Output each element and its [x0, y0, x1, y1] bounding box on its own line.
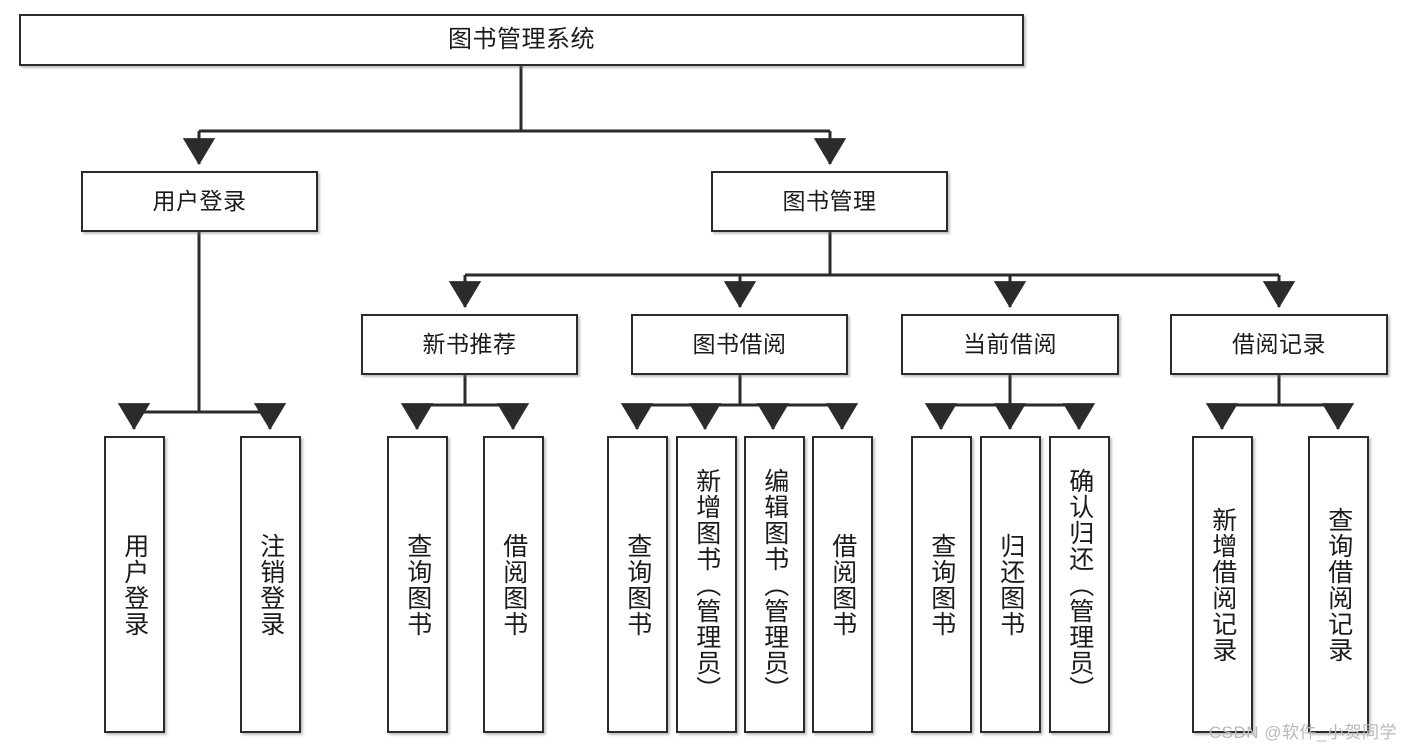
node-leaf-user-login[interactable]: 用户登录	[104, 436, 165, 733]
node-leaf-query-book-2-label: 查询图书	[623, 532, 652, 637]
node-current-borrow[interactable]: 当前借阅	[901, 314, 1119, 375]
node-leaf-query-book-3-label: 查询图书	[927, 532, 956, 637]
node-leaf-query-book-1-label: 查询图书	[403, 532, 432, 637]
node-borrow-record[interactable]: 借阅记录	[1170, 314, 1388, 375]
node-leaf-logout[interactable]: 注销登录	[240, 436, 301, 733]
edges-root-to-level2	[182, 66, 847, 166]
edges-book-management-to-level3	[448, 232, 1296, 309]
node-leaf-return-book-label: 归还图书	[996, 532, 1025, 637]
node-leaf-logout-label: 注销登录	[256, 532, 285, 637]
node-leaf-add-record-label: 新增借阅记录	[1208, 506, 1237, 663]
node-root-label: 图书管理系统	[448, 25, 595, 53]
node-user-login-label: 用户登录	[152, 187, 247, 214]
node-new-book-recommend[interactable]: 新书推荐	[361, 314, 578, 375]
node-leaf-query-record-label: 查询借阅记录	[1324, 506, 1353, 663]
node-book-management-label: 图书管理	[782, 187, 877, 214]
node-new-book-recommend-label: 新书推荐	[422, 330, 517, 357]
node-leaf-query-record[interactable]: 查询借阅记录	[1308, 436, 1369, 733]
edges-new-book-recommend-to-leaves	[400, 375, 530, 431]
node-leaf-borrow-book-2[interactable]: 借阅图书	[812, 436, 873, 733]
node-leaf-add-record[interactable]: 新增借阅记录	[1192, 436, 1253, 733]
node-root[interactable]: 图书管理系统	[19, 14, 1024, 66]
node-leaf-return-book[interactable]: 归还图书	[980, 436, 1041, 733]
node-leaf-borrow-book-2-label: 借阅图书	[828, 532, 857, 637]
node-book-borrow-label: 图书借阅	[692, 330, 787, 357]
edges-current-borrow-to-leaves	[924, 375, 1096, 431]
csdn-watermark: CSDN @软件_小贺同学	[1208, 723, 1397, 742]
node-leaf-borrow-book-1[interactable]: 借阅图书	[483, 436, 544, 733]
node-leaf-add-book[interactable]: 新增图书（管理员）	[676, 436, 737, 733]
node-current-borrow-label: 当前借阅	[963, 330, 1057, 357]
node-leaf-edit-book[interactable]: 编辑图书（管理员）	[744, 436, 805, 733]
node-leaf-query-book-1[interactable]: 查询图书	[387, 436, 448, 733]
node-leaf-borrow-book-1-label: 借阅图书	[499, 532, 528, 637]
node-book-borrow[interactable]: 图书借阅	[631, 314, 848, 375]
node-borrow-record-label: 借阅记录	[1232, 330, 1326, 357]
node-user-login[interactable]: 用户登录	[81, 171, 318, 232]
node-leaf-query-book-2[interactable]: 查询图书	[607, 436, 668, 733]
node-leaf-confirm-return[interactable]: 确认归还（管理员）	[1049, 436, 1110, 733]
edges-borrow-record-to-leaves	[1205, 375, 1355, 431]
edges-book-borrow-to-leaves	[620, 375, 859, 431]
node-leaf-user-login-label: 用户登录	[120, 532, 149, 637]
node-leaf-query-book-3[interactable]: 查询图书	[911, 436, 972, 733]
edges-user-login-to-leaves	[117, 232, 287, 431]
node-book-management[interactable]: 图书管理	[711, 171, 948, 232]
node-leaf-add-book-label: 新增图书（管理员）	[692, 467, 721, 702]
node-leaf-edit-book-label: 编辑图书（管理员）	[760, 467, 789, 702]
node-leaf-confirm-return-label: 确认归还（管理员）	[1065, 467, 1094, 702]
